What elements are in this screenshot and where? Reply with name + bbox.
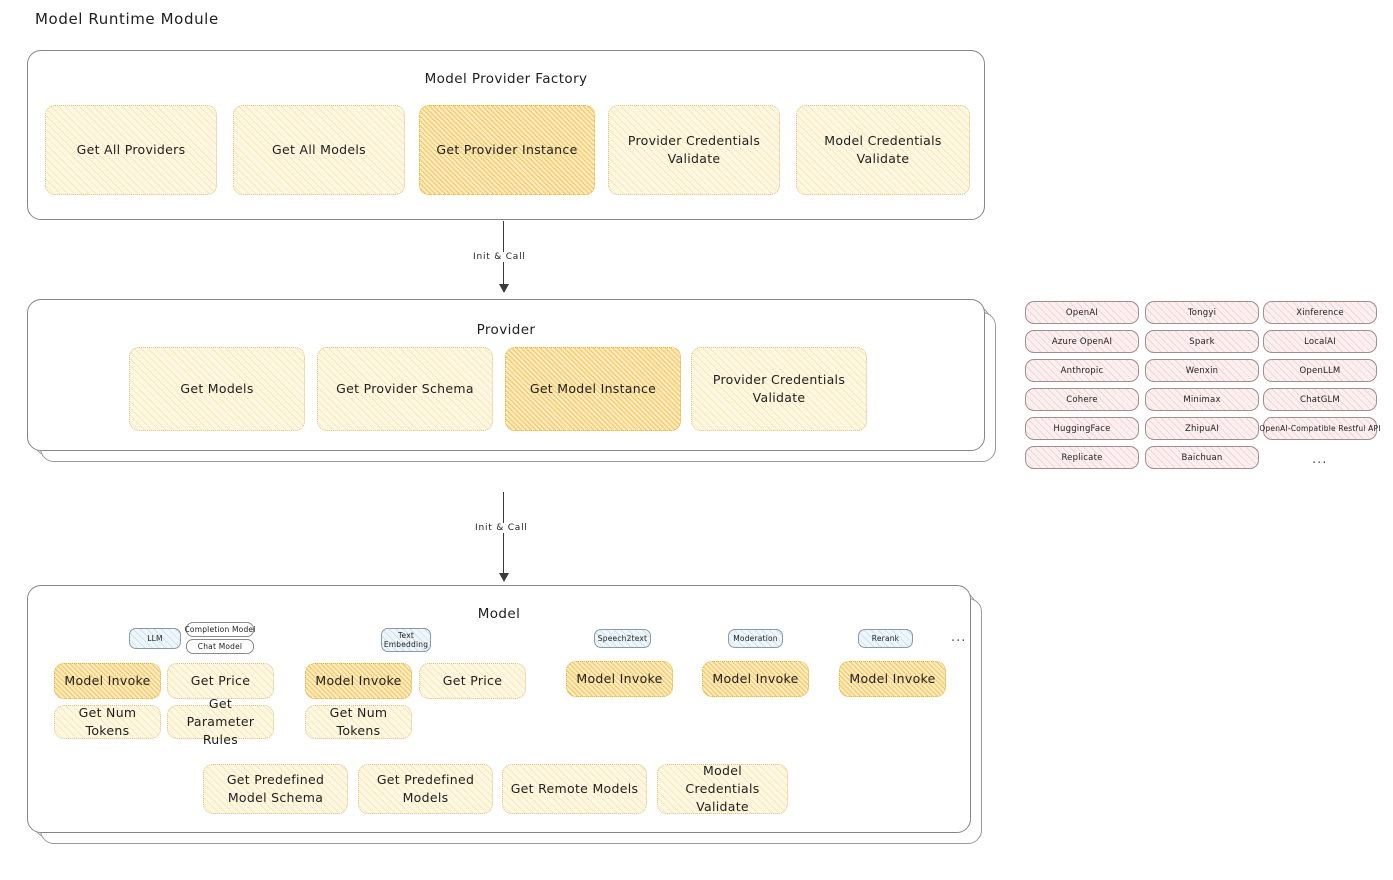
factory-box-get-all-providers[interactable]: Get All Providers: [45, 105, 217, 195]
provider-list-more: ...: [1312, 452, 1328, 467]
model-subtype-badge-chat-model[interactable]: Chat Model: [186, 639, 254, 654]
provider-pill-openai-compatible-restful-api[interactable]: OpenAI-Compatible Restful API: [1259, 417, 1380, 440]
provider-pill-cohere[interactable]: Cohere: [1025, 388, 1139, 411]
model-subtype-badge-completion-model[interactable]: Completion Model: [184, 622, 255, 637]
provider-title: Provider: [476, 322, 536, 338]
provider-pill-wenxin[interactable]: Wenxin: [1145, 359, 1259, 382]
factory-box-get-provider-instance[interactable]: Get Provider Instance: [419, 105, 595, 195]
rerank-op-model-invoke[interactable]: Model Invoke: [839, 661, 946, 697]
provider-pill-anthropic[interactable]: Anthropic: [1025, 359, 1139, 382]
provider-pill-xinference[interactable]: Xinference: [1263, 301, 1377, 324]
llm-op-model-invoke[interactable]: Model Invoke: [54, 663, 161, 699]
factory-box-provider-credentials-validate[interactable]: Provider Credentials Validate: [608, 105, 780, 195]
model-common-op-get-remote-models[interactable]: Get Remote Models: [502, 764, 647, 814]
text-embedding-op-get-price[interactable]: Get Price: [419, 663, 526, 699]
arrow-label-init-and-call-1: Init & Call: [469, 252, 530, 262]
model-type-badge-llm[interactable]: LLM: [129, 628, 181, 649]
llm-op-get-parameter-rules[interactable]: Get Parameter Rules: [167, 696, 274, 747]
llm-op-get-num-tokens[interactable]: Get Num Tokens: [54, 705, 161, 739]
provider-pill-huggingface[interactable]: HuggingFace: [1025, 417, 1139, 440]
provider-pill-minimax[interactable]: Minimax: [1145, 388, 1259, 411]
provider-pill-tongyi[interactable]: Tongyi: [1145, 301, 1259, 324]
provider-pill-localai[interactable]: LocalAI: [1263, 330, 1377, 353]
model-provider-factory-title: Model Provider Factory: [424, 71, 588, 87]
factory-box-get-all-models[interactable]: Get All Models: [233, 105, 405, 195]
provider-pill-openllm[interactable]: OpenLLM: [1263, 359, 1377, 382]
factory-box-model-credentials-validate[interactable]: Model Credentials Validate: [796, 105, 970, 195]
provider-box-get-models[interactable]: Get Models: [129, 347, 305, 431]
provider-pill-openai[interactable]: OpenAI: [1025, 301, 1139, 324]
model-type-badge-rerank[interactable]: Rerank: [858, 629, 913, 648]
provider-box-get-provider-schema[interactable]: Get Provider Schema: [317, 347, 493, 431]
arrow-label-init-and-call-2: Init & Call: [471, 523, 532, 533]
model-types-more: ...: [951, 630, 967, 645]
provider-box-get-model-instance[interactable]: Get Model Instance: [505, 347, 681, 431]
llm-op-get-price[interactable]: Get Price: [167, 663, 274, 699]
model-type-badge-speech2text[interactable]: Speech2text: [594, 629, 651, 648]
provider-pill-replicate[interactable]: Replicate: [1025, 446, 1139, 469]
model-title: Model: [477, 606, 521, 622]
page-title: Model Runtime Module: [35, 10, 219, 28]
provider-pill-baichuan[interactable]: Baichuan: [1145, 446, 1259, 469]
moderation-op-model-invoke[interactable]: Model Invoke: [702, 661, 809, 697]
text-embedding-op-model-invoke[interactable]: Model Invoke: [305, 663, 412, 699]
speech2text-op-model-invoke[interactable]: Model Invoke: [566, 661, 673, 697]
model-common-op-get-predefined-models[interactable]: Get Predefined Models: [358, 764, 493, 814]
text-embedding-op-get-num-tokens[interactable]: Get Num Tokens: [305, 705, 412, 739]
provider-box-provider-credentials-validate[interactable]: Provider Credentials Validate: [691, 347, 867, 431]
provider-pill-azure-openai[interactable]: Azure OpenAI: [1025, 330, 1139, 353]
model-type-badge-moderation[interactable]: Moderation: [728, 629, 783, 648]
model-common-op-get-predefined-model-schema[interactable]: Get Predefined Model Schema: [203, 764, 348, 814]
model-common-op-model-credentials-validate[interactable]: Model Credentials Validate: [657, 763, 788, 814]
provider-pill-spark[interactable]: Spark: [1145, 330, 1259, 353]
provider-pill-zhipuai[interactable]: ZhipuAI: [1145, 417, 1259, 440]
provider-pill-chatglm[interactable]: ChatGLM: [1263, 388, 1377, 411]
model-type-badge-text-embedding[interactable]: Text Embedding: [381, 628, 431, 652]
